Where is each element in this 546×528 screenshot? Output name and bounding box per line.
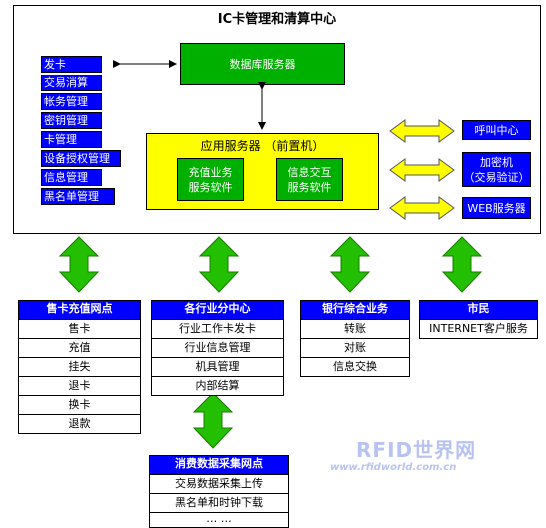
column-item: 售卡 <box>18 320 141 339</box>
info-exchange-software-box: 信息交互 服务软件 <box>276 158 343 201</box>
function-item: 密钥管理 <box>41 112 102 129</box>
column-header: 各行业分中心 <box>151 300 284 320</box>
application-server-title: 应用服务器 （前置机） <box>200 139 325 153</box>
column-header: 售卡充值网点 <box>18 300 141 320</box>
column-item: 转账 <box>300 320 410 339</box>
call-center-box: 呼叫中心 <box>462 120 531 140</box>
web-server-label: WEB服务器 <box>467 201 526 215</box>
info-exchange-software-line1: 信息交互 <box>287 166 332 179</box>
encryptor-label-line2: （交易验证） <box>463 170 530 184</box>
function-item: 黑名单管理 <box>41 188 115 205</box>
column-industry-centers: 各行业分中心 行业工作卡发卡 行业信息管理 机具管理 内部结算 <box>151 300 284 396</box>
column-item: 行业信息管理 <box>151 339 284 358</box>
column-item: 对账 <box>300 339 410 358</box>
column-item: 退卡 <box>18 377 141 396</box>
web-server-box: WEB服务器 <box>462 197 531 219</box>
encryptor-box: 加密机 （交易验证） <box>462 152 531 187</box>
column-card-sales: 售卡充值网点 售卡 充值 挂失 退卡 换卡 退款 <box>18 300 141 434</box>
watermark-url: www.rfidworld.com.cn <box>330 462 457 473</box>
call-center-label: 呼叫中心 <box>474 123 519 137</box>
column-bank-services: 银行综合业务 转账 对账 信息交换 <box>300 300 410 377</box>
main-title: IC卡管理和清算中心 <box>217 12 337 27</box>
yellow-arrow-call-center <box>389 119 455 143</box>
recharge-software-box: 充值业务 服务软件 <box>177 158 244 201</box>
recharge-software-line2: 服务软件 <box>188 181 233 194</box>
consumption-item: … … <box>149 513 289 528</box>
function-item: 卡管理 <box>41 131 102 148</box>
green-arrow-4 <box>441 236 483 293</box>
consumption-item: 交易数据采集上传 <box>149 475 289 494</box>
function-item: 帐务管理 <box>41 93 102 110</box>
consumption-item: 黑名单和时钟下载 <box>149 494 289 513</box>
column-item: 行业工作卡发卡 <box>151 320 284 339</box>
column-item: 机具管理 <box>151 358 284 377</box>
green-arrow-3 <box>329 236 371 293</box>
column-item: 信息交换 <box>300 358 410 377</box>
column-citizens: 市民 INTERNET客户服务 <box>419 300 538 339</box>
yellow-arrow-web-server <box>389 196 455 220</box>
green-arrow-1 <box>58 236 100 293</box>
green-arrow-2 <box>198 236 240 293</box>
column-item: 退款 <box>18 415 141 434</box>
yellow-arrow-encryptor <box>389 158 455 182</box>
column-item: 换卡 <box>18 396 141 415</box>
column-item: INTERNET客户服务 <box>419 320 538 339</box>
column-item: 挂失 <box>18 358 141 377</box>
encryptor-label-line1: 加密机 <box>480 155 513 169</box>
column-item: 内部结算 <box>151 377 284 396</box>
consumption-collection-points: 消费数据采集网点 交易数据采集上传 黑名单和时钟下载 … … <box>149 455 289 528</box>
info-exchange-software-line2: 服务软件 <box>287 181 332 194</box>
watermark-brand: RFID世界网 <box>356 438 477 462</box>
consumption-header: 消费数据采集网点 <box>149 455 289 475</box>
function-item: 发卡 <box>41 56 102 73</box>
database-server-label: 数据库服务器 <box>229 58 296 71</box>
column-header: 市民 <box>419 300 538 320</box>
function-item: 信息管理 <box>41 169 102 186</box>
left-function-list: 发卡 交易消算 帐务管理 密钥管理 卡管理 设备授权管理 信息管理 黑名单管理 <box>41 56 121 205</box>
green-arrow-5 <box>192 392 234 449</box>
recharge-software-line1: 充值业务 <box>188 166 233 179</box>
column-header: 银行综合业务 <box>300 300 410 320</box>
column-item: 充值 <box>18 339 141 358</box>
function-item: 设备授权管理 <box>41 150 121 167</box>
function-item: 交易消算 <box>41 75 102 91</box>
